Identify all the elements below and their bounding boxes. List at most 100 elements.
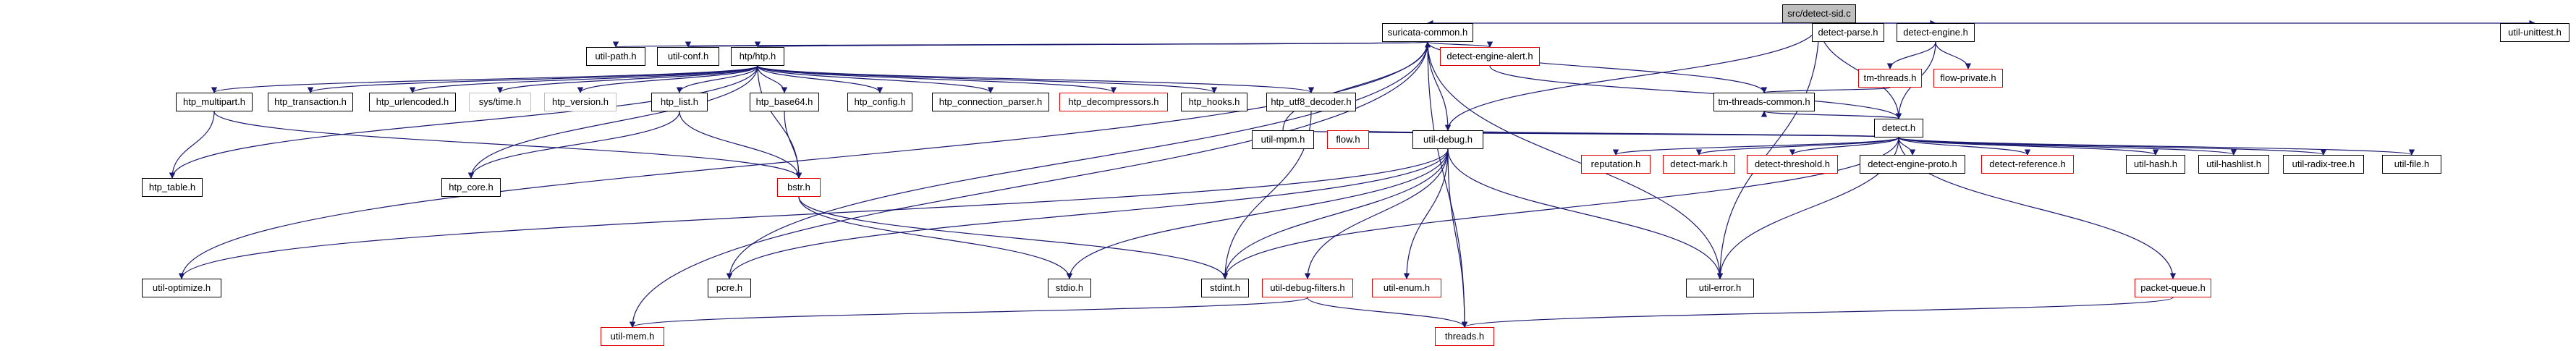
node-bstr-h[interactable]: bstr.h [777,178,821,197]
edge-detect-engine-h-to-flow-private-h [1935,41,1972,69]
edge-detect-h-to-stdint-h [1221,137,1899,279]
edge-suricata-common-h-to-threads-h [1427,41,1468,328]
edge-util-debug-h-to-pcre-h [726,148,1449,279]
edge-detect-h-to-util-file-h [1898,137,2415,156]
edge-htp-htp-h-to-sys-time-h [496,65,758,93]
node-flow-private-h[interactable]: flow-private.h [1933,69,2003,88]
edge-packet-queue-h-to-threads-h [1462,297,2174,328]
node-htp-hooks-h[interactable]: htp_hooks.h [1181,93,1247,111]
node-detect-reference-h[interactable]: detect-reference.h [1981,155,2074,174]
node-htp-htp-h[interactable]: htp/htp.h [731,47,784,66]
node-reputation-h[interactable]: reputation.h [1581,155,1651,174]
node-tm-threads-h[interactable]: tm-threads.h [1858,69,1922,88]
node-htp-list-h[interactable]: htp_list.h [651,93,708,111]
node-detect-engine-proto-h[interactable]: detect-engine-proto.h [1860,155,1965,174]
node-flow-h[interactable]: flow.h [1327,130,1369,149]
node-htp-decompressors-h[interactable]: htp_decompressors.h [1059,93,1168,111]
node-detect-mark-h[interactable]: detect-mark.h [1663,155,1735,174]
node-util-unittest-h[interactable]: util-unittest.h [2500,23,2569,42]
node-tm-threads-common-h[interactable]: tm-threads-common.h [1713,93,1815,111]
edge-detect-h-to-detect-mark-h [1695,137,1899,156]
node-htp-utf8-decoder-h[interactable]: htp_utf8_decoder.h [1266,93,1356,111]
edge-htp-htp-h-to-htp-decompressors-h [757,65,1117,93]
node-util-enum-h[interactable]: util-enum.h [1372,279,1441,297]
node-htp-urlencoded-h[interactable]: htp_urlencoded.h [369,93,456,111]
edge-suricata-common-h-to-util-optimize-h [178,41,1428,279]
edge-htp-base64-h-to-bstr-h [784,111,802,179]
edge-htp-htp-h-to-htp-version-h [577,65,758,93]
node-htp-multipart-h[interactable]: htp_multipart.h [176,93,253,111]
edge-htp-htp-h-to-htp-urlencoded-h [409,65,758,93]
edge-detect-sid-c-to-util-debug-h [1444,22,1820,131]
node-util-error-h[interactable]: util-error.h [1686,279,1754,297]
edge-htp-htp-h-to-htp-utf8-decoder-h [757,65,1314,93]
edge-suricata-common-h-to-util-error-h [1427,41,1724,279]
node-util-radix-tree-h[interactable]: util-radix-tree.h [2283,155,2364,174]
edge-htp-htp-h-to-htp-transaction-h [308,65,758,93]
edge-htp-htp-h-to-htp-multipart-h [211,65,758,93]
node-util-debug-filters-h[interactable]: util-debug-filters.h [1262,279,1353,297]
node-detect-h[interactable]: detect.h [1874,119,1923,138]
edge-detect-h-to-util-debug-h [1445,130,1899,138]
edge-htp-list-h-to-htp-core-h [467,111,680,179]
node-detect-sid-c: src/detect-sid.c [1782,4,1856,23]
node-util-debug-h[interactable]: util-debug.h [1412,130,1483,149]
node-htp-core-h[interactable]: htp_core.h [441,178,501,197]
edge-util-mpm-h-to-suricata-common-h [1282,41,1431,131]
edge-util-debug-filters-h-to-util-mem-h [630,297,1308,328]
node-stdint-h[interactable]: stdint.h [1201,279,1249,297]
node-threads-h[interactable]: threads.h [1435,327,1494,346]
edge-util-debug-h-to-threads-h [1447,148,1468,328]
node-util-optimize-h[interactable]: util-optimize.h [142,279,221,297]
node-util-hash-h[interactable]: util-hash.h [2126,155,2185,174]
edge-htp-htp-h-to-htp-base64-h [757,65,788,93]
edge-htp-htp-h-to-htp-config-h [757,65,884,93]
node-util-file-h[interactable]: util-file.h [2382,155,2441,174]
node-htp-config-h[interactable]: htp_config.h [847,93,912,111]
edge-htp-multipart-h-to-bstr-h [213,111,802,179]
node-util-path-h[interactable]: util-path.h [586,47,645,66]
node-util-conf-h[interactable]: util-conf.h [657,47,719,66]
edge-suricata-common-h-to-detect-engine-alert-h [1427,41,1494,48]
node-packet-queue-h[interactable]: packet-queue.h [2135,279,2211,297]
node-suricata-common-h[interactable]: suricata-common.h [1382,23,1473,42]
edge-htp-htp-h-to-htp-table-h [169,65,758,179]
edge-detect-sid-c-to-util-error-h [1716,22,1820,279]
edge-util-debug-h-to-util-enum-h [1403,148,1449,279]
node-detect-parse-h[interactable]: detect-parse.h [1812,23,1884,42]
edge-util-debug-filters-h-to-threads-h [1307,297,1468,328]
edge-detect-h-to-detect-threshold-h [1789,137,1899,156]
edge-detect-h-to-tm-threads-common-h [1761,111,1899,119]
node-detect-engine-h[interactable]: detect-engine.h [1897,23,1975,42]
edge-suricata-common-h-to-pcre-h [726,41,1428,279]
node-htp-connection-parser-h[interactable]: htp_connection_parser.h [932,93,1049,111]
edge-suricata-common-h-to-util-mem-h [629,41,1428,328]
node-sys-time-h[interactable]: sys/time.h [469,93,531,111]
edge-bstr-h-to-stdio-h [798,196,1073,279]
node-util-mpm-h[interactable]: util-mpm.h [1252,130,1314,149]
edge-detect-engine-alert-h-to-detect-h [1489,65,1902,119]
node-htp-table-h[interactable]: htp_table.h [142,178,203,197]
edge-detect-h-to-detect-reference-h [1898,137,2031,156]
edge-suricata-common-h-to-util-debug-h [1427,41,1452,131]
node-detect-engine-alert-h[interactable]: detect-engine-alert.h [1440,47,1540,66]
edge-util-debug-h-to-stdio-h [1066,148,1449,279]
edge-htp-htp-h-to-htp-connection-parser-h [757,65,994,93]
edge-detect-engine-h-to-tm-threads-h [1886,41,1936,69]
edge-htp-htp-h-to-htp-list-h [676,65,758,93]
node-stdio-h[interactable]: stdio.h [1048,279,1091,297]
node-detect-threshold-h[interactable]: detect-threshold.h [1747,155,1838,174]
edge-util-debug-h-to-stdint-h [1221,148,1449,279]
edge-bstr-h-to-stdint-h [798,196,1229,279]
node-htp-transaction-h[interactable]: htp_transaction.h [268,93,353,111]
edge-htp-htp-h-to-htp-hooks-h [757,65,1217,93]
edge-htp-list-h-to-bstr-h [679,111,802,179]
node-htp-version-h[interactable]: htp_version.h [544,93,617,111]
node-htp-base64-h[interactable]: htp_base64.h [750,93,819,111]
node-util-hashlist-h[interactable]: util-hashlist.h [2198,155,2269,174]
node-util-mem-h[interactable]: util-mem.h [601,327,664,346]
node-pcre-h[interactable]: pcre.h [708,279,751,297]
edge-htp-multipart-h-to-htp-table-h [169,111,215,179]
